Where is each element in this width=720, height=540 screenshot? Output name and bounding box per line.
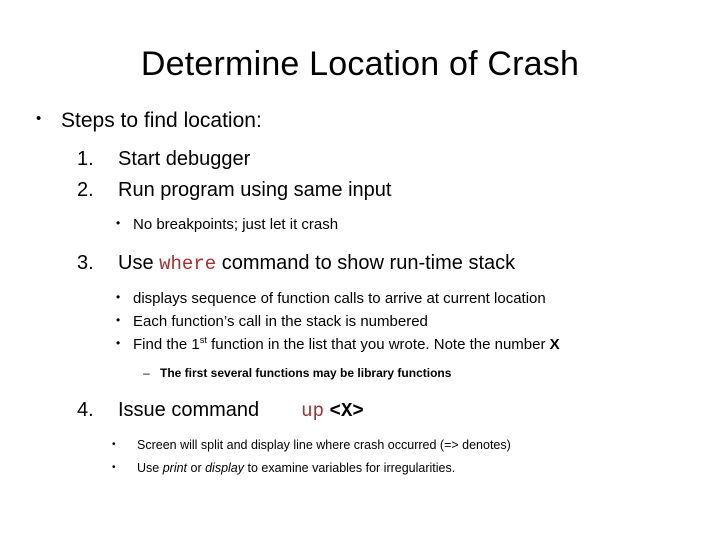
sub-bullet-no-breakpoints: • No breakpoints; just let it crash <box>0 214 720 236</box>
numbered-item-3: 3. Use where command to show run-time st… <box>0 249 720 279</box>
sub-sub-bullet-text: The first several functions may be libra… <box>160 366 452 380</box>
list-text: Run program using same input <box>118 179 392 201</box>
code-argument-x: <X> <box>329 400 364 422</box>
code-keyword-up: up <box>301 400 324 422</box>
stack-number-variable: X <box>549 336 560 353</box>
list-number: 4. <box>77 399 94 421</box>
slide-title: Determine Location of Crash <box>140 45 580 83</box>
text-segment-a: Find the 1 <box>133 336 200 353</box>
bullet-steps-to-find-location: • Steps to find location: <box>0 106 720 138</box>
sub-bullet-displays-sequence: • displays sequence of function calls to… <box>0 288 720 310</box>
list-text: Issue command up <X> <box>118 396 364 426</box>
numbered-item-4: 4. Issue command up <X> <box>0 396 720 426</box>
bullet-glyph-icon: • <box>116 290 121 304</box>
bullet-text: Steps to find location: <box>61 109 262 132</box>
sub-bullet-text: displays sequence of function calls to a… <box>133 290 546 307</box>
list-number: 3. <box>77 252 94 274</box>
slide-body: • Steps to find location: 1. Start debug… <box>0 106 720 480</box>
sub-bullet-each-function-numbered: • Each function’s call in the stack is n… <box>0 311 720 333</box>
list-number: 2. <box>77 179 94 201</box>
text-segment-a: Use <box>137 461 163 475</box>
list-number: 1. <box>77 148 94 170</box>
sub-bullet-use-print-or-display: • Use print or display to examine variab… <box>0 458 720 480</box>
text-after-code: command to show run-time stack <box>216 252 516 274</box>
text-segment-b: or <box>187 461 206 475</box>
text-before-code: Issue command <box>118 399 260 421</box>
list-text: Start debugger <box>118 148 251 170</box>
bullet-glyph-icon: • <box>36 110 42 127</box>
text-segment-c: to examine variables for irregularities. <box>244 461 456 475</box>
bullet-glyph-icon: • <box>116 313 121 327</box>
bullet-glyph-icon: • <box>116 336 121 350</box>
sub-bullet-screen-will-split: • Screen will split and display line whe… <box>0 435 720 457</box>
sub-bullet-text: Each function’s call in the stack is num… <box>133 313 428 330</box>
sub-bullet-text: Use print or display to examine variable… <box>137 458 455 478</box>
command-display: display <box>205 461 245 475</box>
numbered-item-1: 1. Start debugger <box>0 145 720 174</box>
bullet-glyph-icon: • <box>112 462 116 473</box>
code-keyword-where: where <box>159 253 217 275</box>
dash-glyph-icon: – <box>143 366 150 380</box>
sub-bullet-text: No breakpoints; just let it crash <box>133 216 339 233</box>
sub-sub-bullet-library-functions: – The first several functions may be lib… <box>0 364 720 383</box>
text-before-code: Use <box>118 252 160 274</box>
text-segment-b: function in the list that you wrote. Not… <box>206 336 550 353</box>
sub-bullet-text: Screen will split and display line where… <box>137 438 511 452</box>
list-text: Use where command to show run-time stack <box>118 249 515 279</box>
sub-bullet-text: Find the 1st function in the list that y… <box>133 334 560 356</box>
sub-bullet-find-first-function: • Find the 1st function in the list that… <box>0 334 720 356</box>
command-print: print <box>162 461 188 475</box>
bullet-glyph-icon: • <box>116 216 121 230</box>
ordinal-suffix: st <box>199 335 207 345</box>
numbered-item-2: 2. Run program using same input <box>0 176 720 205</box>
bullet-glyph-icon: • <box>112 439 116 450</box>
